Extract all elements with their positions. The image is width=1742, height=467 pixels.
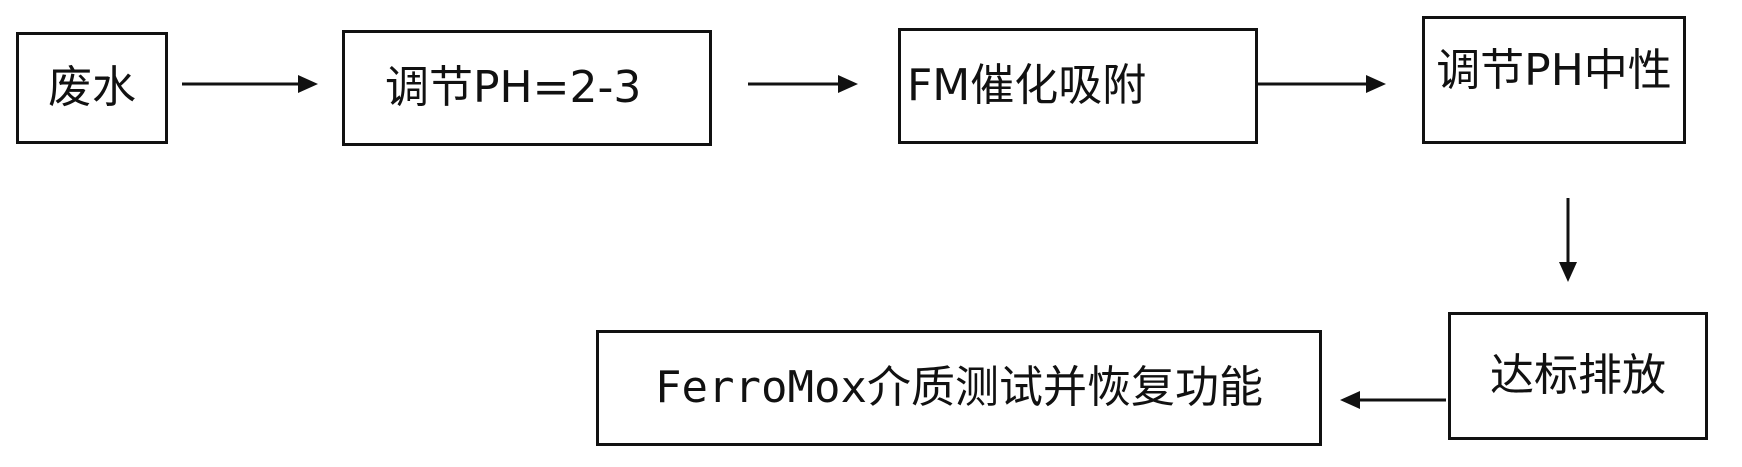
node-fm-catalytic-adsorption: FM催化吸附: [898, 28, 1258, 144]
node-discharge-compliant: 达标排放: [1448, 312, 1708, 440]
node-label: 达标排放: [1490, 350, 1666, 401]
node-ferromox-test-restore: FerroMox介质测试并恢复功能: [596, 330, 1322, 446]
node-label: 调节PH中性: [1436, 45, 1672, 96]
arrow-b3-to-b4: [1252, 75, 1386, 93]
node-label: 废水: [48, 62, 136, 113]
node-adjust-ph-neutral: 调节PH中性: [1422, 16, 1686, 144]
node-label: FerroMox介质测试并恢复功能: [655, 362, 1263, 413]
arrow-b1-to-b2: [182, 75, 318, 93]
node-wastewater: 废水: [16, 32, 168, 144]
arrow-b2-to-b3: [748, 75, 858, 93]
node-label: FM催化吸附: [907, 60, 1147, 111]
arrow-b5-to-b6: [1340, 391, 1446, 409]
node-label: 调节PH=2-3: [385, 62, 642, 113]
node-adjust-ph-acid: 调节PH=2-3: [342, 30, 712, 146]
arrow-b4-to-b5: [1559, 198, 1577, 282]
